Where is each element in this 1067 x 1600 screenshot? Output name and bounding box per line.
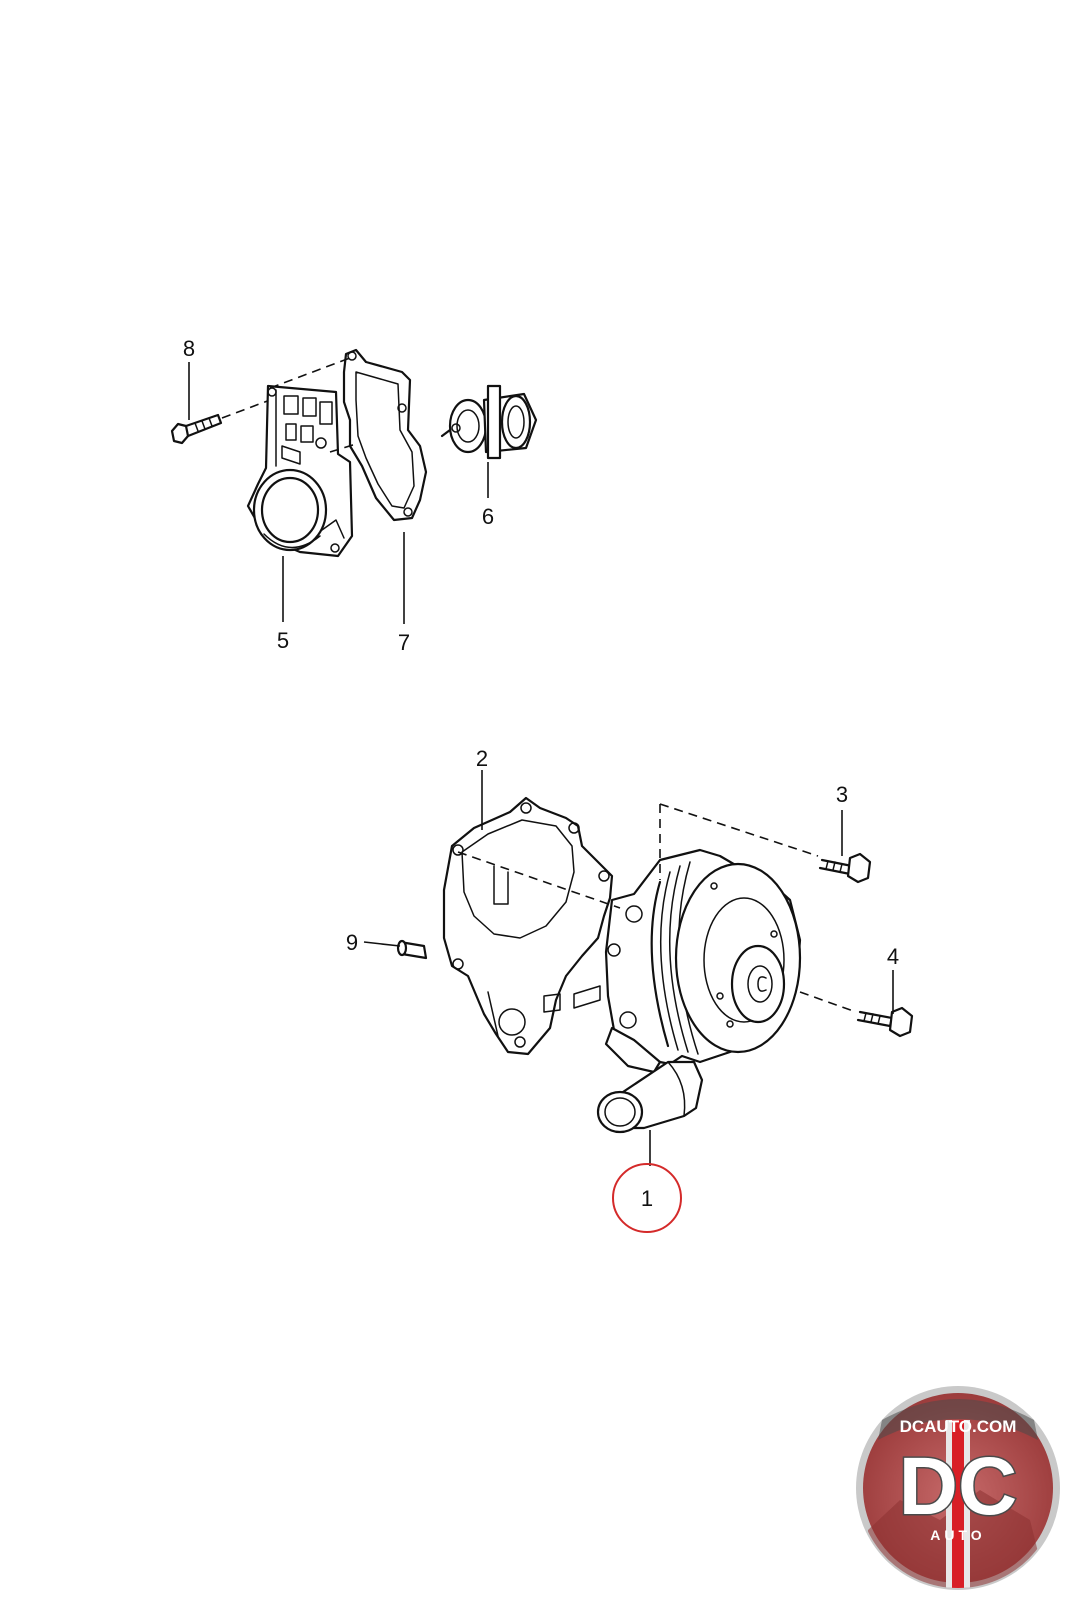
logo-letters: DC	[899, 1441, 1017, 1532]
callout-3: 3	[836, 782, 848, 807]
bolt-4	[799, 991, 914, 1038]
water-pump-1	[596, 848, 802, 1134]
callout-6: 6	[482, 504, 494, 529]
callout-1: 1	[641, 1186, 653, 1211]
callout-2: 2	[476, 746, 488, 771]
dcauto-logo: DCAUTO.COM DC AUTO	[856, 1386, 1060, 1590]
thermostat-housing-assembly	[170, 348, 538, 558]
water-pump-assembly	[396, 796, 914, 1134]
leader-lines	[188, 362, 894, 1166]
callout-1-highlight	[612, 1163, 682, 1233]
pump-gasket-2	[442, 796, 614, 1056]
callout-8: 8	[183, 336, 195, 361]
thermostat-housing-5	[246, 384, 354, 558]
logo-top-text: DCAUTO.COM	[900, 1417, 1017, 1436]
dowel-pin-9	[396, 939, 428, 960]
bolt-8	[170, 399, 271, 445]
logo-sub-text: AUTO	[930, 1527, 985, 1543]
gasket-7	[269, 348, 428, 522]
callout-numbers: 1 2 3 4 5 6 7 8 9	[183, 336, 899, 1233]
callout-7: 7	[398, 630, 410, 655]
thermostat-6	[440, 384, 538, 460]
callout-5: 5	[277, 628, 289, 653]
bolt-3	[659, 803, 872, 884]
callout-4: 4	[887, 944, 899, 969]
callout-9: 9	[346, 930, 358, 955]
